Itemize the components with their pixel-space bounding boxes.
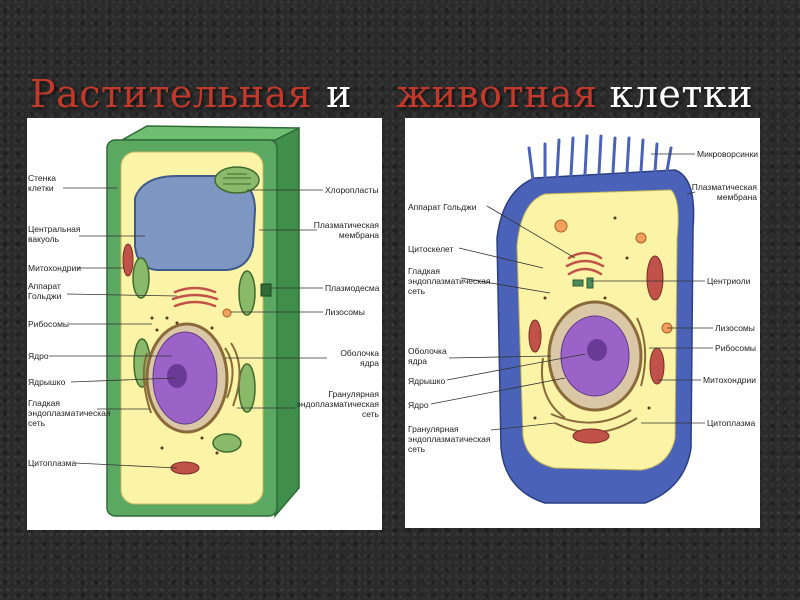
plant-chloroplast bbox=[132, 257, 150, 299]
animal-label-nuclear-envelope: Оболочка ядра bbox=[408, 346, 447, 366]
plant-label-plasmodesma: Плазмодесма bbox=[325, 283, 380, 293]
animal-label-rough-er: Гранулярная эндоплазматическая сеть bbox=[408, 424, 491, 454]
animal-lysosome bbox=[554, 219, 568, 233]
plant-label-golgi: Аппарат Гольджи bbox=[28, 281, 62, 301]
plant-label-nucleus: Ядро bbox=[28, 351, 49, 361]
animal-nucleolus bbox=[587, 339, 607, 361]
animal-cell-panel: Аппарат Гольджи Цитоскелет Гладкая эндоп… bbox=[405, 118, 760, 528]
animal-leader-lines-left bbox=[430, 205, 586, 431]
plant-ribosomes bbox=[150, 316, 219, 455]
plant-label-nucleolus: Ядрышко bbox=[28, 377, 66, 387]
title-word-cells: клетки bbox=[609, 72, 754, 116]
plant-label-chloroplasts: Хлоропласты bbox=[325, 185, 379, 195]
plant-plasmodesma bbox=[260, 283, 272, 297]
plant-cell-panel: Стенка клетки Центральная вакуоль Митохо… bbox=[27, 118, 382, 530]
animal-label-smooth-er: Гладкая эндоплазматическая сеть bbox=[408, 266, 491, 296]
plant-cell-wall-top bbox=[119, 125, 300, 141]
animal-mitochondrion bbox=[646, 255, 664, 301]
plant-label-ribosomes: Рибосомы bbox=[28, 319, 70, 329]
plant-golgi-apparatus bbox=[171, 286, 219, 308]
animal-leader-lines-right bbox=[591, 153, 713, 424]
plant-rough-er bbox=[142, 342, 241, 414]
animal-label-cytoplasm: Цитоплазма bbox=[707, 418, 756, 428]
animal-mitochondrion bbox=[572, 428, 610, 444]
animal-ribosomes bbox=[533, 216, 651, 420]
plant-label-nuclear-envelope: Оболочка ядра bbox=[340, 348, 379, 368]
animal-label-plasma-membrane: Плазматическая мембрана bbox=[691, 182, 757, 202]
animal-label-cytoskeleton: Цитоскелет bbox=[408, 244, 454, 254]
animal-golgi-apparatus bbox=[565, 251, 605, 276]
animal-microvilli bbox=[527, 134, 673, 182]
animal-label-nucleolus: Ядрышко bbox=[408, 376, 446, 386]
animal-label-microvilli: Микроворсинки bbox=[697, 149, 759, 159]
plant-leader-lines-right bbox=[225, 189, 327, 409]
plant-label-cytoplasm: Цитоплазма bbox=[28, 458, 77, 468]
plant-cell-wall-side bbox=[274, 126, 300, 519]
plant-label-cell-wall: Стенка клетки bbox=[28, 173, 56, 193]
plant-label-plasma-membrane: Плазматическая мембрана bbox=[313, 220, 379, 240]
plant-nucleolus bbox=[167, 364, 187, 388]
plant-cell-diagram bbox=[49, 125, 327, 519]
animal-label-golgi: Аппарат Гольджи bbox=[408, 202, 477, 212]
animal-centriole bbox=[572, 279, 584, 287]
animal-centriole bbox=[586, 277, 594, 289]
title-word-and: и bbox=[326, 72, 352, 116]
plant-chloroplast bbox=[238, 270, 256, 316]
plant-chloroplast bbox=[214, 166, 260, 194]
plant-label-smooth-er: Гладкая эндоплазматическая сеть bbox=[28, 398, 111, 428]
plant-label-lysosomes: Лизосомы bbox=[325, 307, 365, 317]
animal-label-centrioles: Центриоли bbox=[707, 276, 751, 286]
plant-mitochondrion bbox=[122, 243, 134, 277]
title-word-plant: Растительная bbox=[30, 72, 313, 116]
animal-label-mitochondria: Митохондрии bbox=[703, 375, 757, 385]
plant-label-rough-er: Гранулярная эндоплазматическая сеть bbox=[296, 389, 379, 419]
animal-mitochondrion bbox=[649, 347, 665, 385]
title-word-animal: животная bbox=[395, 72, 598, 116]
animal-label-ribosomes: Рибосомы bbox=[715, 343, 757, 353]
plant-label-mitochondria: Митохондрии bbox=[28, 263, 82, 273]
plant-chloroplast bbox=[238, 363, 256, 413]
animal-label-lysosomes: Лизосомы bbox=[715, 323, 755, 333]
plant-label-central-vacuole: Центральная вакуоль bbox=[28, 224, 81, 244]
plant-lysosome bbox=[222, 308, 232, 318]
animal-cell-diagram bbox=[430, 134, 713, 504]
plant-chloroplast bbox=[212, 433, 242, 453]
plant-leader-lines-left bbox=[49, 187, 178, 469]
animal-label-nucleus: Ядро bbox=[408, 400, 429, 410]
animal-mitochondrion bbox=[528, 319, 542, 353]
animal-lysosome bbox=[635, 232, 647, 244]
